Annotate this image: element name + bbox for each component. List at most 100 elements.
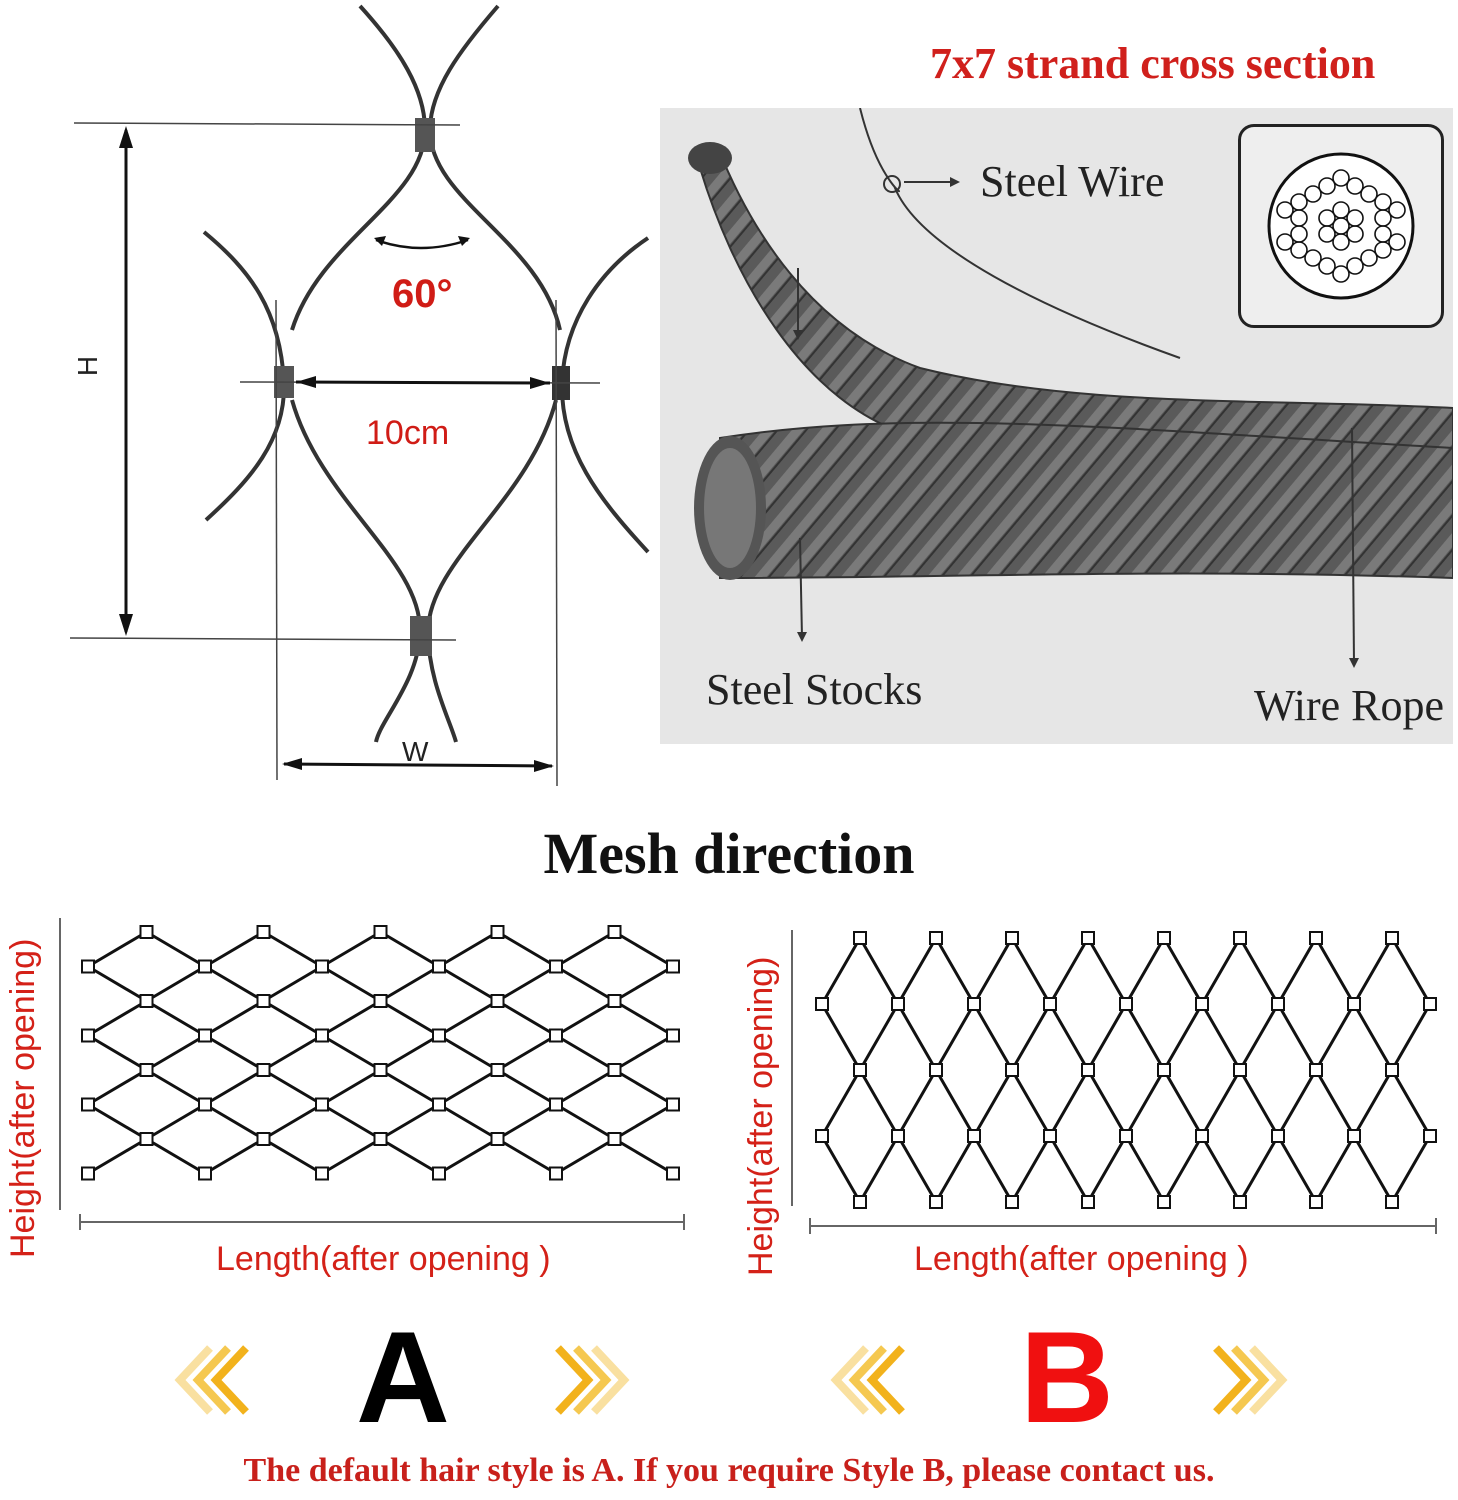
mesh-a-node <box>81 1097 95 1112</box>
mesh-a-node <box>139 925 154 939</box>
angle-label: 60° <box>392 272 453 316</box>
mesh-b-node <box>1043 1129 1057 1143</box>
mesh-a-node <box>490 925 505 939</box>
mesh-b-node <box>967 1129 981 1143</box>
mesh-a-node <box>432 1166 446 1181</box>
mesh-b-node <box>1043 997 1057 1011</box>
cross-section-box <box>1238 124 1444 328</box>
mesh-a-node <box>607 925 622 939</box>
mesh-b-node <box>1233 1063 1247 1077</box>
mesh-b-node <box>1271 997 1285 1011</box>
width-axis-label: W <box>402 736 429 767</box>
mesh-a-node <box>490 1063 505 1077</box>
mesh-a-node <box>607 1132 622 1146</box>
mesh-a-node <box>490 1132 505 1146</box>
mesh-a-node <box>198 1097 212 1112</box>
mesh-a-node <box>549 1166 563 1181</box>
mesh-a-node <box>81 959 95 974</box>
mesh-a-height-label: Height(after opening) <box>4 938 42 1258</box>
mesh-b-node <box>1081 1195 1095 1209</box>
steel-wire-label: Steel Wire <box>980 157 1165 206</box>
mesh-a-node <box>373 994 388 1008</box>
mesh-a-node <box>549 959 563 974</box>
mesh-b-node <box>853 931 867 945</box>
mesh-b-node <box>1271 1129 1285 1143</box>
mesh-b-node <box>1195 997 1209 1011</box>
mesh-a-node <box>256 1132 271 1146</box>
mesh-b-node <box>815 997 829 1011</box>
mesh-a-length-label: Length(after opening ) <box>216 1240 551 1278</box>
mesh-b-node <box>891 1129 905 1143</box>
mesh-a-node <box>432 1028 446 1043</box>
mesh-a-node <box>666 1166 680 1181</box>
mesh-b-node <box>1385 1063 1399 1077</box>
mesh-b-node <box>1081 1063 1095 1077</box>
mesh-b-node <box>929 1195 943 1209</box>
steel-stocks-label: Steel Stocks <box>706 665 923 714</box>
footer-note: The default hair style is A. If you requ… <box>243 1452 1215 1489</box>
mesh-direction-title: Mesh direction <box>543 821 915 886</box>
mesh-b-node <box>1119 997 1133 1011</box>
mesh-a-node <box>198 1166 212 1181</box>
mesh-b-node <box>1005 1195 1019 1209</box>
mesh-b-node <box>1347 997 1361 1011</box>
mesh-b-node <box>853 1195 867 1209</box>
mesh-b-node <box>1423 997 1437 1011</box>
mesh-a-lines <box>87 930 674 1175</box>
chevrons-a-right-icon <box>555 1345 630 1415</box>
chevrons-b-right-icon <box>1213 1345 1288 1415</box>
mesh-a-node <box>607 1063 622 1077</box>
mesh-a-node <box>139 1063 154 1077</box>
mesh-a-node <box>256 1063 271 1077</box>
mesh-b-node <box>891 997 905 1011</box>
wire-rope-label: Wire Rope <box>1254 681 1445 730</box>
mesh-b-node <box>1347 1129 1361 1143</box>
chevrons-b-left-icon <box>830 1345 905 1415</box>
mesh-b-node <box>1309 931 1323 945</box>
mesh-b-node <box>929 931 943 945</box>
mesh-b-node <box>1309 1063 1323 1077</box>
mesh-a-node <box>432 959 446 974</box>
mesh-a-node <box>607 994 622 1008</box>
mesh-b-lines <box>820 937 1432 1203</box>
mesh-a-node <box>666 1028 680 1043</box>
mesh-b-node <box>1157 1063 1171 1077</box>
mesh-a-node <box>198 959 212 974</box>
mesh-b-node <box>1233 1195 1247 1209</box>
chevrons-a-left-icon <box>174 1345 249 1415</box>
style-b-letter: B <box>1020 1304 1114 1450</box>
mesh-b-node <box>1423 1129 1437 1143</box>
mesh-a-node <box>315 1097 329 1112</box>
mesh-b-node <box>1005 931 1019 945</box>
mesh-a-node <box>373 1132 388 1146</box>
mesh-a-node <box>432 1097 446 1112</box>
mesh-a-node <box>315 1028 329 1043</box>
strand-title: 7x7 strand cross section <box>930 39 1376 88</box>
mesh-a-node <box>666 959 680 974</box>
mesh-a-node <box>666 1097 680 1112</box>
mesh-a-node <box>139 1132 154 1146</box>
mesh-b-node <box>1195 1129 1209 1143</box>
mesh-b-node <box>1385 1195 1399 1209</box>
diamond-diagram <box>69 4 650 787</box>
mesh-a-node <box>139 994 154 1008</box>
mesh-a-node <box>315 959 329 974</box>
style-a-letter: A <box>356 1304 450 1450</box>
mesh-b-node <box>1233 931 1247 945</box>
mesh-a-node <box>315 1166 329 1181</box>
mesh-a-node <box>490 994 505 1008</box>
mesh-a-diagram <box>59 918 685 1230</box>
mesh-a-node <box>81 1166 95 1181</box>
mesh-b-length-label: Length(after opening ) <box>914 1240 1249 1278</box>
wire-rope-illustration <box>688 107 1454 668</box>
mesh-a-node <box>198 1028 212 1043</box>
mesh-b-node <box>1157 1195 1171 1209</box>
mesh-b-node <box>967 997 981 1011</box>
mesh-b-node <box>815 1129 829 1143</box>
mesh-a-node <box>256 994 271 1008</box>
mesh-a-node <box>256 925 271 939</box>
mesh-b-node <box>1119 1129 1133 1143</box>
mesh-a-node <box>81 1028 95 1043</box>
mesh-a-node <box>549 1028 563 1043</box>
mesh-b-node <box>929 1063 943 1077</box>
